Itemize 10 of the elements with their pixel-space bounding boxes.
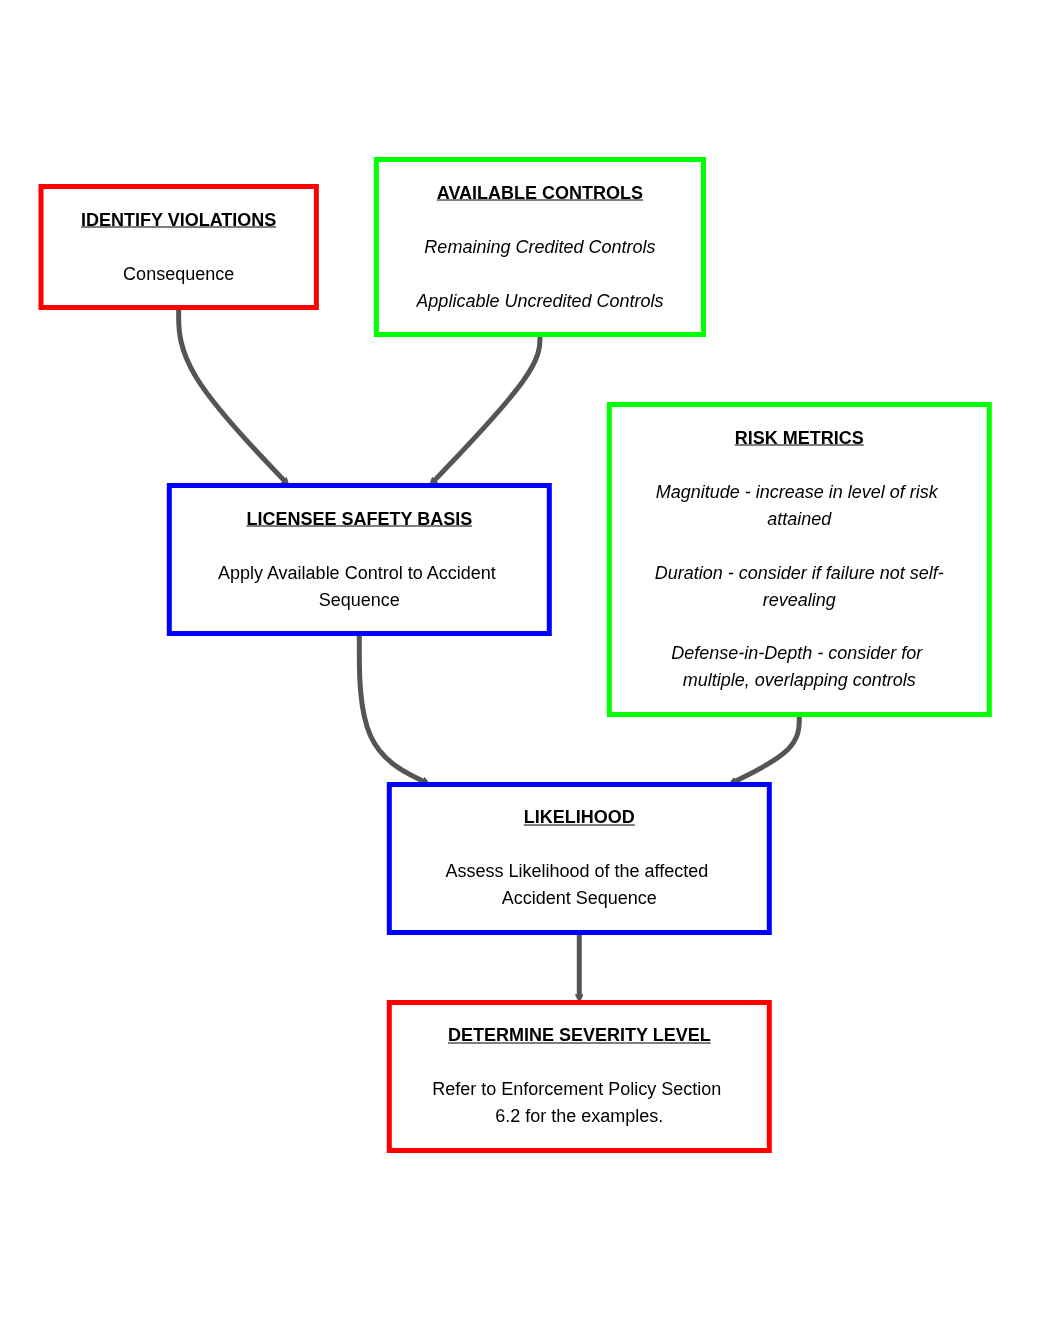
node-box: DETERMINE SEVERITY LEVEL Refer to Enforcement Policy Section 6.2 for the examples. xyxy=(386,1000,772,1153)
arrow xyxy=(429,334,543,486)
node-box: AVAILABLE CONTROLS Remaining Credited Controls Applicable Uncredited Controls xyxy=(373,157,706,337)
arrow xyxy=(176,307,290,486)
node-box: RISK METRICS Magnitude - increase in level of risk attained Duration - consider if failure not self-revealing Defense-in-Depth - consider for multiple, overlapping controls xyxy=(606,402,992,717)
node-box: LIKELIHOOD Assess Likelihood of the affected Accident Sequence xyxy=(386,782,772,935)
arrow xyxy=(728,714,802,785)
node-box: IDENTIFY VIOLATIONS Consequence xyxy=(38,184,319,310)
arrow xyxy=(356,633,431,785)
node-box: LICENSEE SAFETY BASIS Apply Available Control to Accident Sequence xyxy=(166,483,552,636)
